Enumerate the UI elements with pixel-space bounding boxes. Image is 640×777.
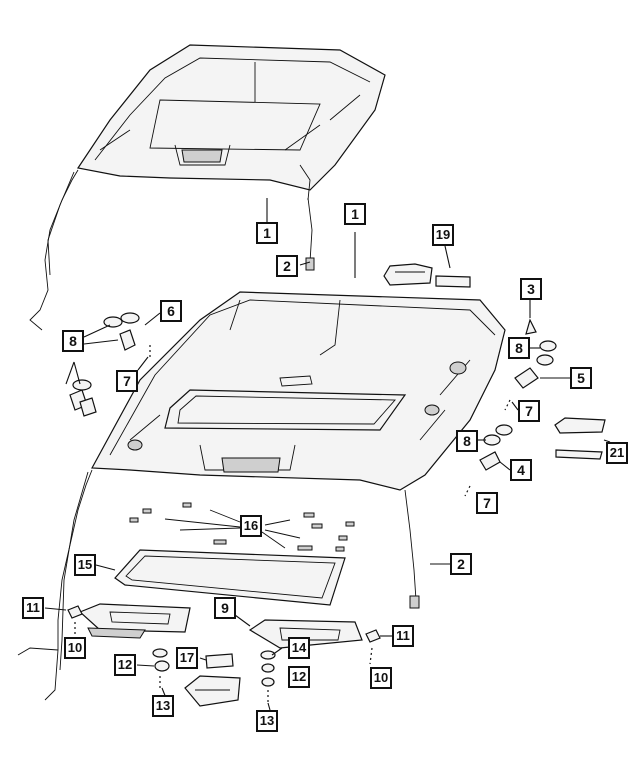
callout-8-right-a[interactable]: 8 bbox=[508, 337, 530, 359]
callout-7-left[interactable]: 7 bbox=[116, 370, 138, 392]
callout-10-left[interactable]: 10 bbox=[64, 637, 86, 659]
sunvisor-left bbox=[67, 603, 191, 639]
dome-lamp bbox=[383, 263, 471, 288]
harness-bottom bbox=[404, 489, 420, 609]
callout-13-mid[interactable]: 13 bbox=[256, 710, 278, 732]
callout-16[interactable]: 16 bbox=[240, 515, 262, 537]
callout-8-left[interactable]: 8 bbox=[62, 330, 84, 352]
sunvisor-right bbox=[248, 619, 381, 665]
callout-9[interactable]: 9 bbox=[214, 597, 236, 619]
callout-4[interactable]: 4 bbox=[510, 459, 532, 481]
cargo-lamp bbox=[554, 417, 606, 460]
clips-left bbox=[69, 312, 151, 417]
callout-2-top[interactable]: 2 bbox=[276, 255, 298, 277]
headliner-main bbox=[17, 291, 506, 701]
callout-1-top[interactable]: 1 bbox=[256, 222, 278, 244]
callout-5[interactable]: 5 bbox=[570, 367, 592, 389]
visor-clips bbox=[152, 648, 276, 702]
callout-1-main[interactable]: 1 bbox=[344, 203, 366, 225]
callout-17[interactable]: 17 bbox=[176, 647, 198, 669]
callout-11-left[interactable]: 11 bbox=[22, 597, 44, 619]
callout-19[interactable]: 19 bbox=[432, 224, 454, 246]
headliner-top bbox=[29, 44, 386, 331]
callout-7-right-a[interactable]: 7 bbox=[518, 400, 540, 422]
callout-11-right[interactable]: 11 bbox=[392, 625, 414, 647]
callout-7-right-b[interactable]: 7 bbox=[476, 492, 498, 514]
harness-top bbox=[305, 197, 315, 271]
retainer-strips bbox=[129, 502, 355, 552]
overhead-console bbox=[184, 675, 241, 707]
sunroof-trim-frame bbox=[114, 549, 346, 606]
callout-21[interactable]: 21 bbox=[606, 442, 628, 464]
callout-14[interactable]: 14 bbox=[288, 637, 310, 659]
callout-12-mid[interactable]: 12 bbox=[288, 666, 310, 688]
callout-6[interactable]: 6 bbox=[160, 300, 182, 322]
callout-2-bottom[interactable]: 2 bbox=[450, 553, 472, 575]
callout-8-right-b[interactable]: 8 bbox=[456, 430, 478, 452]
callout-3[interactable]: 3 bbox=[520, 278, 542, 300]
callout-10-right[interactable]: 10 bbox=[370, 667, 392, 689]
leader-lines bbox=[44, 198, 611, 711]
clips-right bbox=[464, 318, 557, 497]
callout-13-left[interactable]: 13 bbox=[152, 695, 174, 717]
callout-12-left[interactable]: 12 bbox=[114, 654, 136, 676]
callout-15[interactable]: 15 bbox=[74, 554, 96, 576]
